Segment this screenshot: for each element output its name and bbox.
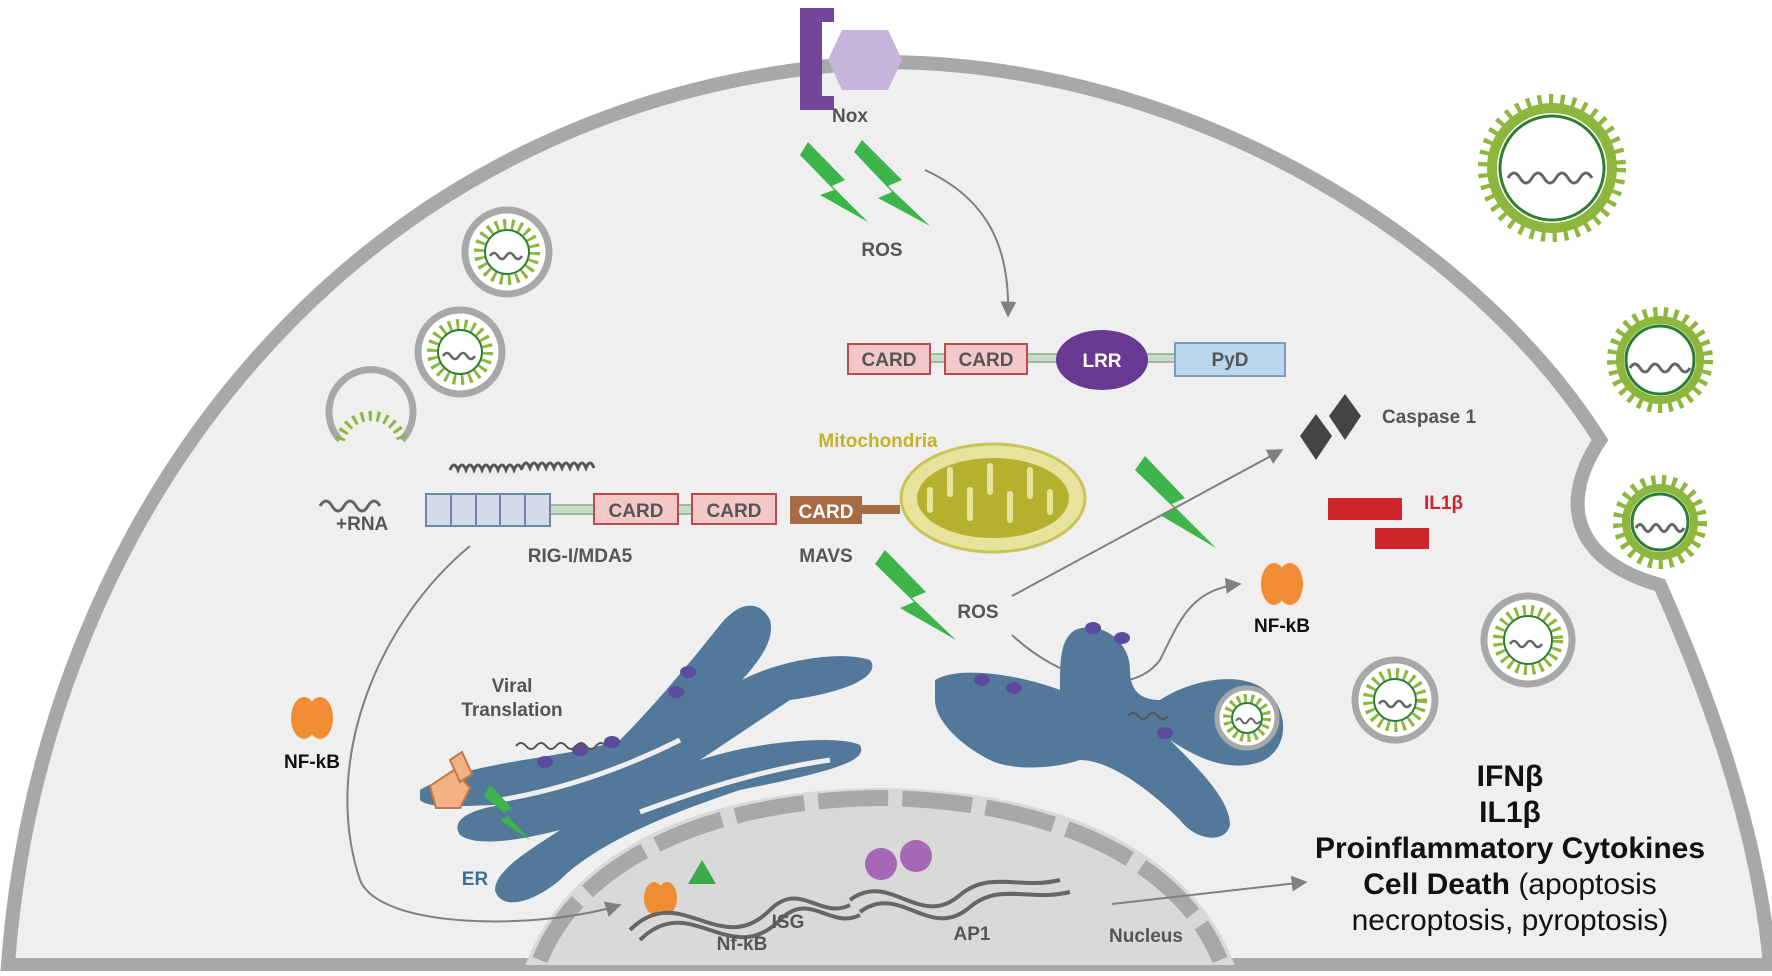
outputs: IFNβ IL1β Proinflammatory Cytokines Cell… <box>1315 760 1705 937</box>
ros-top-label: ROS <box>861 240 902 261</box>
svg-text:CARD: CARD <box>799 502 854 523</box>
dna-ap1-2 <box>858 890 1071 921</box>
cell-death-rest: (apoptosis <box>1510 868 1657 901</box>
caspase-label: Caspase 1 <box>1382 407 1476 428</box>
nfkb-left-label: NF-kB <box>284 752 340 773</box>
pyd-box <box>1174 342 1286 377</box>
budding-virus <box>1613 475 1707 569</box>
isg-label: ISG <box>772 912 805 933</box>
svg-text:CARD: CARD <box>959 350 1014 371</box>
card-box-2 <box>944 343 1028 375</box>
nlrp3-inflammasome: CARD CARD LRR PyD <box>847 330 1286 390</box>
output-death-types: necroptosis, pyroptosis) <box>1352 904 1669 937</box>
nucleus-label: Nucleus <box>1109 926 1183 947</box>
ros-to-nlrp3-arrow <box>924 169 1017 318</box>
il1b-blocks <box>1328 498 1429 549</box>
er-left <box>420 605 873 903</box>
svg-text:PyD: PyD <box>1212 350 1249 371</box>
svg-text:CARD: CARD <box>609 501 664 522</box>
dna-isg-2 <box>638 906 861 942</box>
mavs-label: MAVS <box>799 546 852 567</box>
endocytosis-vesicle <box>325 366 417 443</box>
nucleus <box>520 788 1240 965</box>
dsrna-coil-1 <box>448 463 524 475</box>
rig-card-1 <box>593 493 679 525</box>
protein-stalk <box>448 750 474 784</box>
ribosomes <box>537 622 1173 768</box>
viral-translation-label-2: Translation <box>461 700 562 721</box>
ros-mid-label: ROS <box>957 602 998 623</box>
external-virus-large <box>1478 94 1626 242</box>
external-virus-2 <box>1607 307 1713 413</box>
mrna-right <box>1127 712 1169 720</box>
nox-complex: Nox <box>800 8 902 127</box>
rna-squiggle <box>318 499 382 513</box>
mrna-left <box>515 742 607 750</box>
dsrna-coil-2 <box>520 461 596 473</box>
output-ifnb: IFNβ <box>1477 760 1544 793</box>
ap1-icon <box>865 840 932 880</box>
nfkb-in-nucleus <box>644 882 677 914</box>
mitochondrion <box>899 442 1087 554</box>
viral-translation-label-1: Viral <box>492 676 533 697</box>
ap1-label: AP1 <box>954 924 991 945</box>
mavs: CARD <box>790 496 900 524</box>
output-il1b: IL1β <box>1479 796 1541 829</box>
il1b-red-label: IL1β <box>1424 493 1463 514</box>
svg-text:LRR: LRR <box>1082 351 1121 372</box>
endosome-virus-1 <box>461 206 553 298</box>
ros-bolts-top <box>800 140 930 226</box>
nfkb-left-icon <box>291 697 333 739</box>
nucleus-to-output-arrow <box>1111 875 1308 905</box>
output-cytokines: Proinflammatory Cytokines <box>1315 832 1705 865</box>
endosome-virus-2 <box>414 306 506 398</box>
rig-i-mda5: CARD CARD <box>425 493 777 527</box>
nfkb-right-icon <box>1261 563 1303 605</box>
ros-bolt-er <box>484 785 530 840</box>
dna-ap1-1 <box>848 878 1061 909</box>
output-cell-death: Cell Death (apoptosis <box>1363 868 1656 901</box>
card-box-1 <box>847 343 931 375</box>
ros-bolts-mid <box>875 456 1216 640</box>
svg-text:CARD: CARD <box>862 350 917 371</box>
mitochondria-label: Mitochondria <box>818 431 938 452</box>
nfkb-nucleus-label: Nf-kB <box>717 934 768 955</box>
isg-triangle <box>688 860 716 884</box>
cell-death-bold: Cell Death <box>1363 868 1510 901</box>
vesicle-virus-right-1 <box>1480 592 1576 688</box>
er-right <box>935 627 1284 838</box>
caspase-1 <box>1300 394 1361 460</box>
svg-text:CARD: CARD <box>707 501 762 522</box>
nox-label: Nox <box>832 106 868 127</box>
ros-to-nfkb-arrow <box>1011 577 1242 683</box>
nfkb-right-label: NF-kB <box>1254 616 1310 637</box>
dna-isg-1 <box>628 896 851 932</box>
vesicle-virus-right-2 <box>1351 656 1439 744</box>
er-label: ER <box>462 869 489 890</box>
rig-to-nucleus-arrow <box>346 545 622 923</box>
lrr-domain <box>1056 330 1148 390</box>
ros-to-caspase-arrow <box>1011 449 1284 597</box>
rna-label: +RNA <box>336 514 389 535</box>
rig-label: RIG-I/MDA5 <box>528 546 633 567</box>
rig-card-2 <box>691 493 777 525</box>
